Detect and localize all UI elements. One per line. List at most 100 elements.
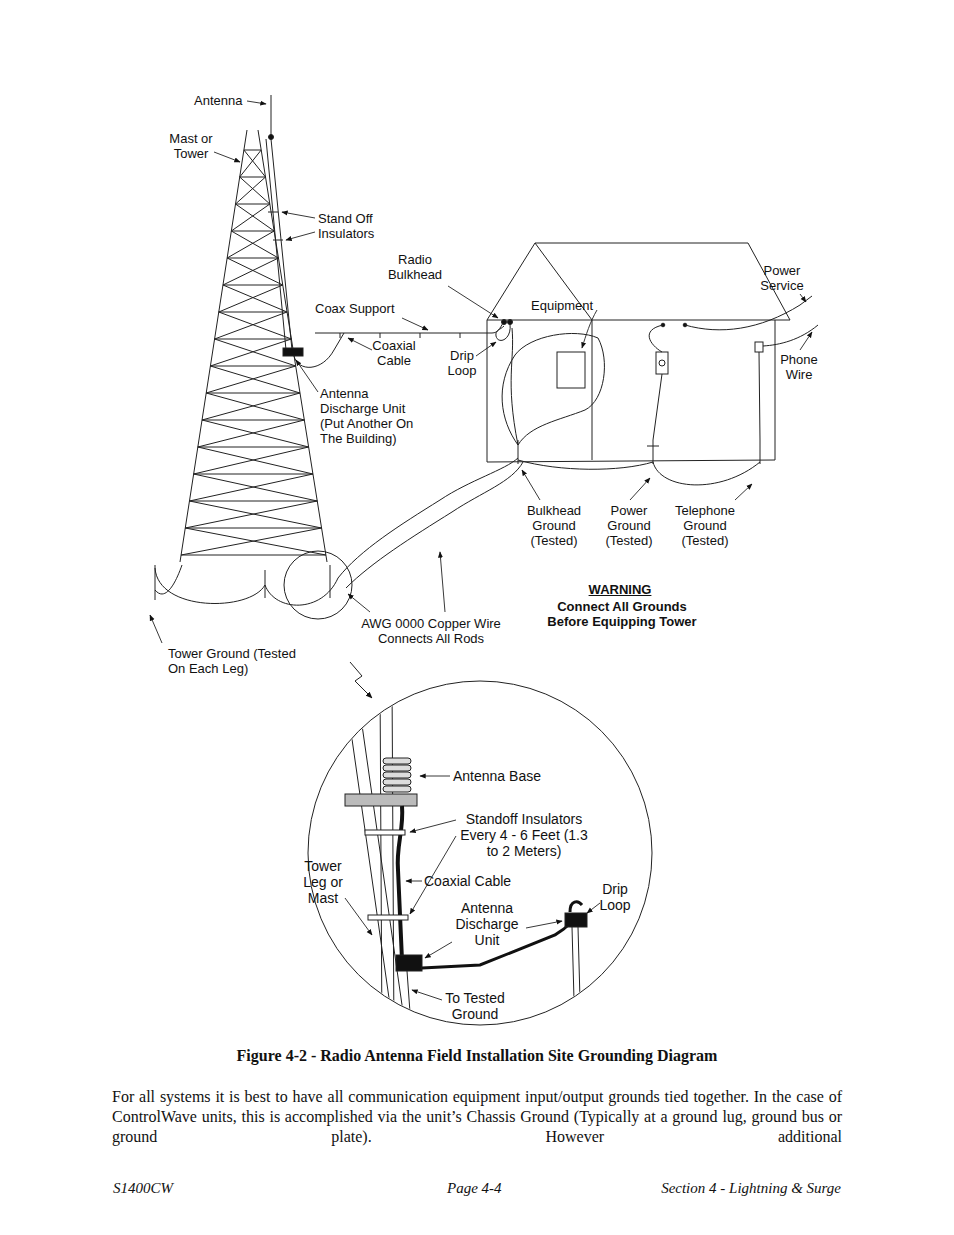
leader <box>406 881 422 882</box>
coil <box>383 758 411 764</box>
leader <box>247 101 266 104</box>
lattice-member <box>202 420 309 447</box>
leader <box>296 360 318 392</box>
lattice-member <box>185 501 317 528</box>
leader <box>150 615 162 643</box>
ground-rod <box>265 570 266 598</box>
mast <box>392 680 394 1040</box>
lattice-member <box>185 528 321 529</box>
tower-lattice <box>180 130 327 562</box>
ground-lead <box>407 971 412 1040</box>
ground-lead <box>572 927 574 1000</box>
antenna-dot <box>269 135 274 140</box>
lattice-member <box>244 150 266 177</box>
coax-cable <box>398 806 403 960</box>
leader <box>402 318 428 330</box>
lattice-member <box>206 393 300 394</box>
leader <box>630 478 650 500</box>
callout-label: Standoff Insulators Every 4 - 6 Feet (1.… <box>456 811 592 859</box>
floor <box>487 460 775 462</box>
coil <box>383 765 411 771</box>
callout-label: Antenna Discharge Unit <box>449 900 525 948</box>
copper-wire <box>346 462 523 588</box>
lattice-member <box>227 231 274 258</box>
tower-leg <box>345 690 395 1040</box>
bulkhead-wire <box>511 328 518 445</box>
coil <box>383 786 411 792</box>
callout-label: Antenna Discharge Unit (Put Another On T… <box>320 386 420 446</box>
lattice-member <box>202 420 304 421</box>
wall-corner <box>592 320 593 460</box>
callout-label: Equipment <box>531 298 593 313</box>
standoff <box>368 915 408 920</box>
lattice-member <box>194 474 318 501</box>
lattice-member <box>227 258 278 259</box>
lattice-member <box>215 312 287 339</box>
callout-label: To Tested Ground <box>438 990 512 1022</box>
copper-wire <box>338 458 518 578</box>
coax-cable <box>294 333 344 367</box>
service-drop <box>649 325 663 352</box>
roof <box>487 243 790 320</box>
ground-rod <box>155 565 156 600</box>
callout-label: Coax Support <box>315 301 395 316</box>
callout-label: Drip Loop <box>442 348 482 378</box>
coil <box>383 779 411 785</box>
lattice-member <box>219 312 287 313</box>
lattice-member <box>231 204 269 231</box>
zoom-marker <box>284 551 352 619</box>
callout-label: Mast or Tower <box>169 131 213 161</box>
coax-support <box>315 323 503 333</box>
lattice-member <box>194 474 313 475</box>
lattice-member <box>202 393 300 420</box>
lattice-member <box>210 339 291 366</box>
callout-label: Radio Bulkhead <box>384 252 446 282</box>
leader <box>410 820 456 832</box>
leader <box>286 232 315 240</box>
callout-label: AWG 0000 Copper Wire Connects All Rods <box>354 616 508 646</box>
footer-text: Page 4-4 <box>447 1180 502 1197</box>
power-service-line <box>685 305 800 330</box>
lattice-member <box>236 204 270 205</box>
leader <box>425 942 452 958</box>
lattice-member <box>236 177 266 204</box>
lattice-member <box>258 130 327 562</box>
leader <box>582 310 597 348</box>
callout-label: Bulkhead Ground (Tested) <box>523 503 585 548</box>
lattice-member <box>236 204 275 231</box>
lattice-member <box>198 447 313 474</box>
lattice-member <box>194 447 309 474</box>
phone-ground-lead <box>759 352 760 440</box>
ground-rod <box>760 440 761 464</box>
lattice-member <box>210 366 295 367</box>
body-text: For all systems it is best to have all c… <box>112 1087 842 1147</box>
leaders <box>150 101 812 1000</box>
lattice-member <box>210 366 300 393</box>
lattice-member <box>185 528 326 555</box>
ground-rod <box>647 446 659 447</box>
leader <box>214 152 240 162</box>
ground-lead <box>578 927 580 1000</box>
figure-caption: Figure 4-2 - Radio Antenna Field Install… <box>237 1046 718 1066</box>
standoff <box>268 212 278 213</box>
callout-label: Tower Ground (Tested On Each Leg) <box>168 646 302 676</box>
callout-label: Phone Wire <box>776 352 822 382</box>
callout-label: Tower Leg or Mast <box>298 858 348 906</box>
ground-wire <box>518 460 760 485</box>
lattice-member <box>206 366 295 393</box>
leader <box>420 776 450 777</box>
callout-label: WARNING <box>589 582 652 597</box>
lattice-member <box>215 339 292 340</box>
leader <box>412 990 442 1000</box>
ground-rod <box>330 565 331 598</box>
callout-label: Power Ground (Tested) <box>602 503 656 548</box>
wall <box>487 320 488 462</box>
meter <box>656 352 668 374</box>
equipment-wiring <box>502 333 604 445</box>
zoom-circle <box>308 681 652 1025</box>
lattice-member <box>219 312 292 339</box>
zoom-detail <box>345 680 587 1040</box>
standoff <box>365 830 405 835</box>
phone-box <box>755 342 763 352</box>
lattice-member <box>240 177 270 204</box>
